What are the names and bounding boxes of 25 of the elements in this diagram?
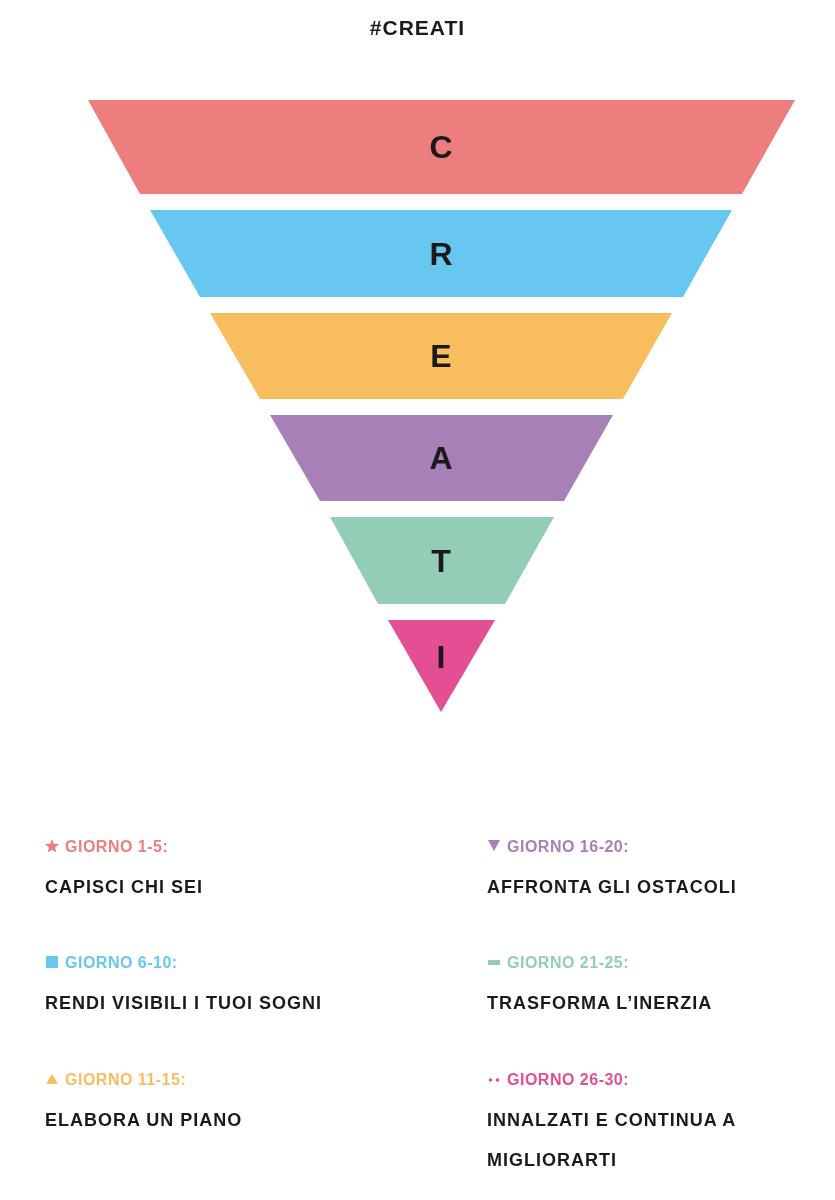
day-range-heading: GIORNO 11-15: xyxy=(65,1071,187,1088)
day-range-heading: GIORNO 1-5: xyxy=(65,838,169,855)
funnel-band xyxy=(330,517,554,604)
funnel-band xyxy=(270,415,613,501)
step-description: INNALZATI E CONTINUA A MIGLIORARTI xyxy=(487,1109,737,1172)
band-letter: I xyxy=(436,640,446,673)
day-range-heading: GIORNO 16-20: xyxy=(507,838,630,855)
step-description: AFFRONTA GLI OSTACOLI xyxy=(487,876,738,899)
band-letter: C xyxy=(429,131,453,163)
band-letter: E xyxy=(430,340,452,372)
step-description: RENDI VISIBILI I TUOI SOGNI xyxy=(45,992,324,1015)
funnel-band xyxy=(150,210,732,297)
step-description: CAPISCI CHI SEI xyxy=(45,876,205,899)
day-range-heading: GIORNO 6-10: xyxy=(65,954,178,971)
funnel-band xyxy=(210,313,672,399)
day-range-heading: GIORNO 21-25: xyxy=(507,954,630,971)
funnel-triangle xyxy=(388,620,495,712)
title: #CREATI xyxy=(368,16,467,40)
band-letter: A xyxy=(429,442,453,474)
step-description: TRASFORMA L’INERZIA xyxy=(487,992,714,1015)
band-letter: R xyxy=(429,237,453,270)
funnel-band xyxy=(88,100,795,194)
step-description: ELABORA UN PIANO xyxy=(45,1109,244,1132)
band-letter: T xyxy=(431,544,451,577)
day-range-heading: GIORNO 26-30: xyxy=(507,1071,630,1088)
